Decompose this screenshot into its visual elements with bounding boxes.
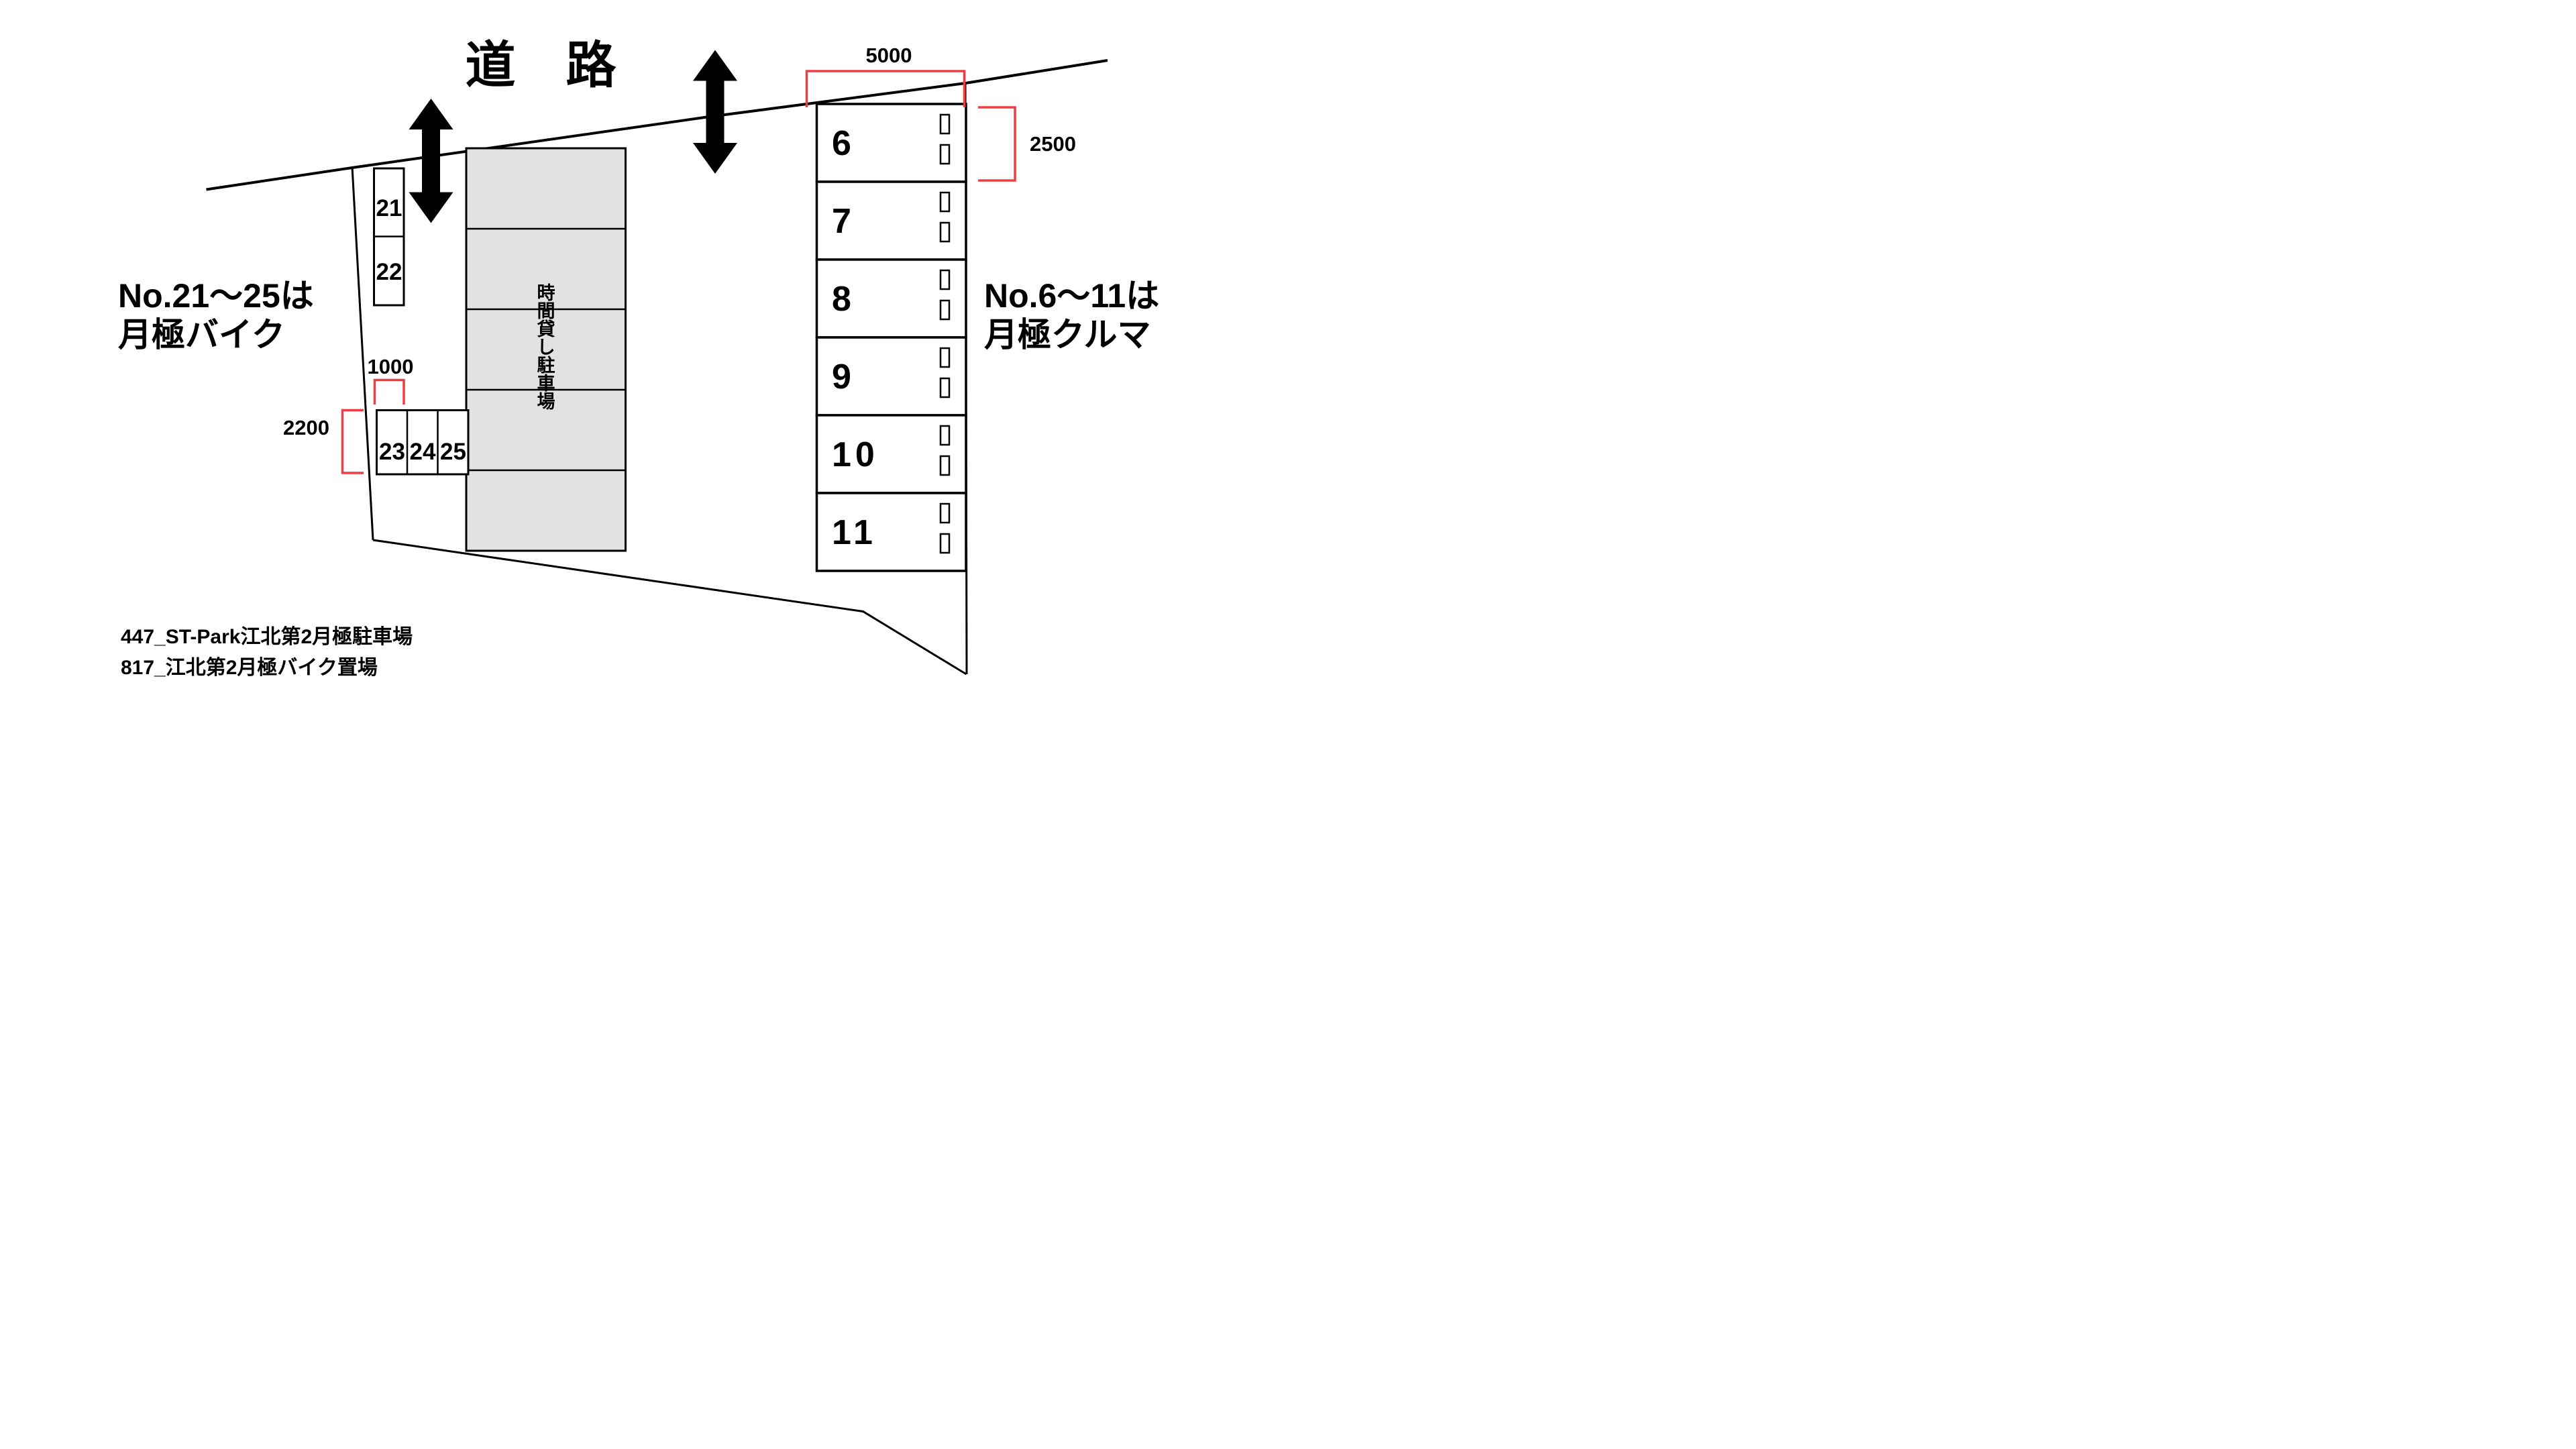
dashed-line-marker — [939, 269, 951, 290]
dimension-2200-label: 2200 — [283, 416, 329, 439]
dimension-2200-bracket — [341, 409, 364, 474]
car-space-9: 9 — [815, 336, 967, 417]
double-arrow-right-icon — [693, 50, 737, 174]
car-space-10: 10 — [815, 414, 967, 494]
bike-spaces-row-23-25: 23 24 25 — [376, 409, 470, 476]
hourly-parking-area-rect — [465, 147, 627, 552]
legend-left: No.21〜25は 月極バイク — [118, 277, 314, 354]
car-space-8: 8 — [815, 258, 967, 339]
dashed-line-marker — [939, 221, 951, 243]
footer: 447_ST-Park江北第2月極駐車場 817_江北第2月極バイク置場 — [121, 625, 413, 679]
parking-map-page: 道 路 時間貸し駐車場 6 7 8 — [0, 0, 1288, 724]
dimension-annotations: 5000 2500 1000 2200 — [283, 44, 1076, 474]
dashed-line-marker — [939, 299, 951, 321]
dashed-line-marker — [939, 455, 951, 476]
car-space-number: 10 — [832, 435, 879, 474]
dimension-5000-bracket — [805, 70, 966, 107]
car-space-number: 9 — [832, 358, 855, 396]
dashed-line-marker — [939, 191, 951, 213]
bike-space-number: 24 — [410, 439, 436, 465]
bike-space-number: 22 — [376, 259, 402, 285]
boundary-bottom-line — [372, 539, 967, 676]
bike-spaces-column-21-22: 21 22 — [373, 167, 405, 307]
dimension-1000-label: 1000 — [368, 355, 414, 378]
dashed-line-marker — [939, 377, 951, 398]
dashed-line-marker — [939, 533, 951, 554]
legend-left-line2: 月極バイク — [118, 316, 285, 354]
dimension-2500-bracket — [978, 106, 1016, 182]
hourly-parking-area: 時間貸し駐車場 — [465, 147, 627, 552]
car-space-7: 7 — [815, 180, 967, 261]
car-space-11: 11 — [815, 492, 967, 572]
legend-right: No.6〜11は 月極クルマ — [984, 277, 1159, 354]
boundary-left-line — [351, 166, 374, 541]
dimension-2500-label: 2500 — [1030, 132, 1076, 156]
car-space-number: 7 — [832, 202, 855, 241]
dashed-line-marker — [939, 144, 951, 165]
footer-line2: 817_江北第2月極バイク置場 — [121, 656, 378, 679]
car-space-number: 11 — [832, 513, 877, 552]
dashed-line-marker — [939, 347, 951, 368]
bike-space-box — [376, 409, 470, 476]
bike-space-number: 21 — [376, 195, 402, 221]
car-space-6: 6 — [815, 103, 967, 183]
double-arrow-left-icon — [409, 99, 453, 223]
bike-space-number: 25 — [440, 439, 466, 465]
dashed-line-marker — [939, 425, 951, 446]
dashed-line-marker — [939, 502, 951, 524]
car-space-number: 8 — [832, 280, 855, 319]
car-space-number: 6 — [832, 124, 855, 163]
hourly-parking-label: 時間貸し駐車場 — [537, 283, 555, 412]
dimension-5000-label: 5000 — [866, 44, 912, 67]
car-spaces-column: 6 7 8 9 10 11 — [815, 103, 967, 572]
footer-line1: 447_ST-Park江北第2月極駐車場 — [121, 625, 413, 648]
legend-right-line2: 月極クルマ — [984, 316, 1151, 354]
parking-map-diagram: 道 路 時間貸し駐車場 6 7 8 — [118, 37, 1159, 679]
dashed-line-marker — [939, 113, 951, 135]
road-edge-line — [206, 59, 1108, 191]
dimension-1000-bracket — [373, 378, 405, 405]
legend-left-line1: No.21〜25は — [118, 277, 314, 315]
legend-right-line1: No.6〜11は — [984, 277, 1159, 315]
bike-space-number: 23 — [379, 439, 405, 465]
road-label: 道 路 — [465, 37, 616, 93]
